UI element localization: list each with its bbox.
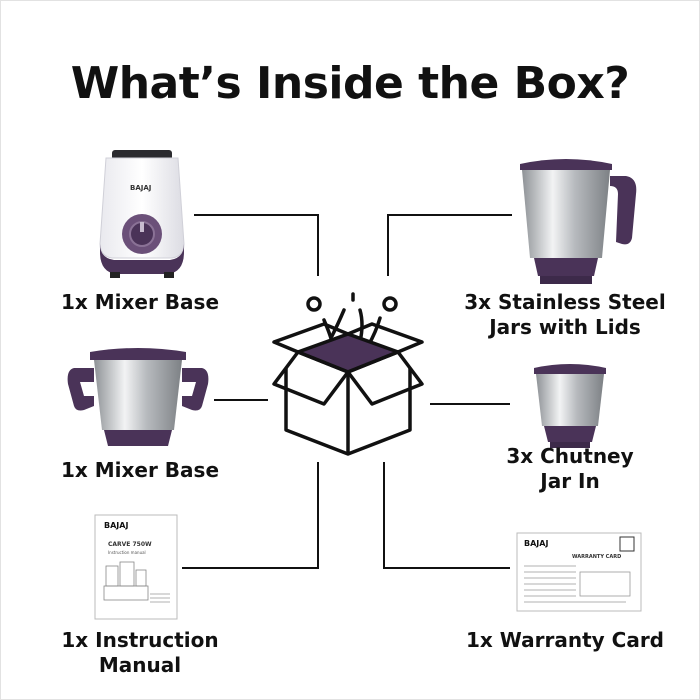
instruction-manual-label: 1x Instruction Manual: [20, 628, 260, 678]
manual-icon: BAJAJ CARVE 750W Instruction manual: [94, 514, 178, 620]
steel-jars-label: 3x Stainless Steel Jars with Lids: [440, 290, 690, 340]
manual-brand-text: BAJAJ: [104, 521, 128, 530]
warranty-card-icon: BAJAJ WARRANTY CARD: [516, 532, 642, 612]
chutney-jar-label-line2: Jar In: [540, 469, 600, 493]
warranty-brand-text: BAJAJ: [524, 539, 548, 548]
warranty-card-label: 1x Warranty Card: [466, 628, 664, 652]
steel-jars-label-line2: Jars with Lids: [489, 315, 641, 339]
page-title: What’s Inside the Box?: [70, 58, 630, 109]
mixer-brand-text: BAJAJ: [130, 184, 151, 192]
chutney-jar-label-line1: 3x Chutney: [506, 444, 634, 468]
warranty-heading-text: WARRANTY CARD: [572, 554, 621, 560]
chutney-jar-label: 3x Chutney Jar In: [460, 444, 680, 494]
steel-jar-icon: [520, 159, 637, 284]
mixer-base-label-middle: 1x Mixer Base: [60, 458, 220, 482]
manual-model-text: CARVE 750W: [108, 541, 152, 548]
instruction-manual-label-line2: Manual: [98, 653, 182, 677]
instruction-manual-label-line1: 1x Instruction: [61, 628, 219, 652]
mixer-jar-icon: [67, 348, 209, 446]
steel-jars-label-line1: 3x Stainless Steel: [464, 290, 666, 314]
open-box-icon: [272, 292, 424, 456]
mixer-base-label-top: 1x Mixer Base: [60, 290, 220, 314]
chutney-jar-icon: [534, 364, 606, 448]
mixer-base-icon: BAJAJ: [99, 150, 185, 278]
manual-subtitle-text: Instruction manual: [108, 550, 146, 555]
